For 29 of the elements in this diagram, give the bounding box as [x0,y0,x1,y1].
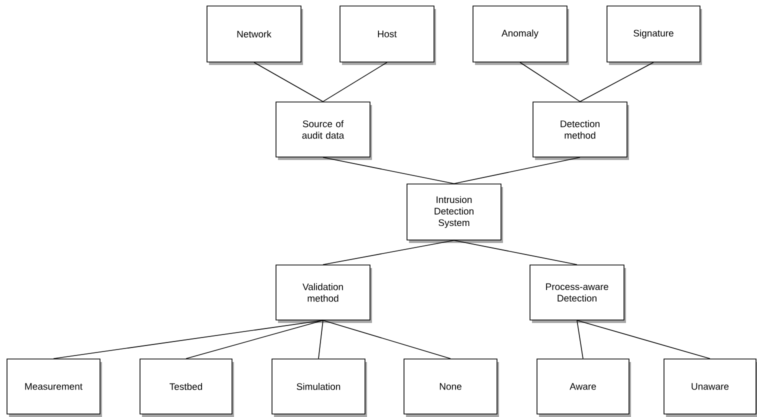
category-box: None [404,358,499,417]
category-box: Testbed [140,358,234,417]
category-box: Validation method [276,264,372,323]
category-box: Measurement [6,358,102,417]
category-box: Aware [536,358,631,417]
connector-line [53,320,324,359]
category-box: Anomaly [472,6,569,65]
category-box: Process-aware Detection [530,264,626,323]
category-box: Unaware [664,358,757,417]
category-box: Signature [606,6,702,65]
category-box: Network [206,6,303,65]
connector-line [576,320,710,359]
connector-line [322,240,454,265]
category-box: Intrusion Detection System [406,184,503,243]
connector-line [520,62,580,102]
connector-line [318,320,324,359]
connector-line [454,240,578,265]
category-box: Simulation [272,358,367,417]
connector-line [322,62,388,102]
connector-line [454,157,580,184]
connector-line [186,320,324,359]
connector-line [580,62,654,102]
connector-line [254,62,324,102]
connector-line [322,157,454,184]
connector-line [576,320,584,359]
category-box: Source of audit data [276,102,372,160]
category-box: Host [340,6,436,65]
category-box: Detection method [532,102,629,160]
connector-line [322,320,451,359]
